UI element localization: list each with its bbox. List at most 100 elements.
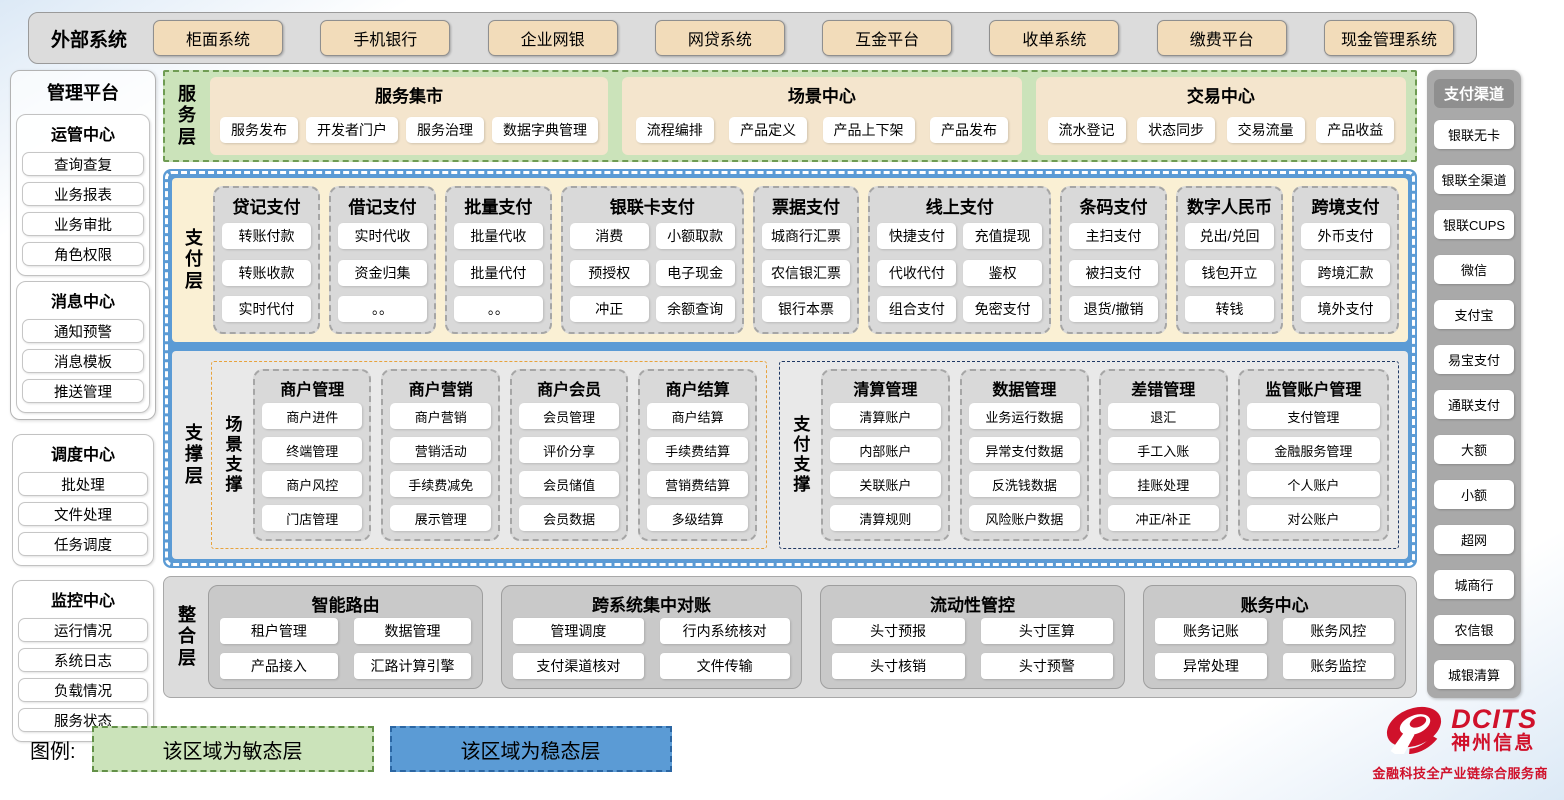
payment-item-button[interactable]: 转账收款 xyxy=(222,259,311,286)
payment-item-button[interactable]: 农信银汇票 xyxy=(761,259,851,286)
payment-item-button[interactable]: 转账付款 xyxy=(222,223,311,250)
mgmt-item-button[interactable]: 运行情况 xyxy=(18,618,148,642)
support-item-button[interactable]: 商户风控 xyxy=(262,471,363,497)
support-item-button[interactable]: 门店管理 xyxy=(262,505,363,531)
support-item-button[interactable]: 关联账户 xyxy=(829,471,941,497)
support-item-button[interactable]: 支付管理 xyxy=(1246,403,1380,429)
support-item-button[interactable]: 反洗钱数据 xyxy=(968,471,1080,497)
integration-item-button[interactable]: 账务监控 xyxy=(1282,652,1394,679)
payment-item-button[interactable]: 退货/撤销 xyxy=(1069,295,1159,322)
mgmt-item-button[interactable]: 服务状态 xyxy=(18,708,148,732)
payment-item-button[interactable]: 快捷支付 xyxy=(877,223,957,250)
payment-item-button[interactable]: 充值提现 xyxy=(963,223,1043,250)
channel-button[interactable]: 易宝支付 xyxy=(1434,345,1514,374)
payment-item-button[interactable]: 。。 xyxy=(337,295,427,322)
mgmt-item-button[interactable]: 角色权限 xyxy=(22,242,144,266)
payment-item-button[interactable]: 实时代付 xyxy=(222,295,311,322)
support-item-button[interactable]: 手工入账 xyxy=(1107,437,1219,463)
mgmt-item-button[interactable]: 推送管理 xyxy=(22,379,144,403)
support-item-button[interactable]: 退汇 xyxy=(1107,403,1219,429)
integration-item-button[interactable]: 账务记账 xyxy=(1155,618,1267,645)
external-system-button[interactable]: 互金平台 xyxy=(822,20,953,56)
service-item-button[interactable]: 产品上下架 xyxy=(822,116,915,143)
support-item-button[interactable]: 展示管理 xyxy=(390,505,491,531)
integration-item-button[interactable]: 数据管理 xyxy=(353,618,472,645)
integration-item-button[interactable]: 头寸预报 xyxy=(831,618,965,645)
mgmt-item-button[interactable]: 通知预警 xyxy=(22,319,144,343)
support-item-button[interactable]: 营销费结算 xyxy=(647,471,748,497)
integration-item-button[interactable]: 管理调度 xyxy=(513,618,644,645)
payment-item-button[interactable]: 钱包开立 xyxy=(1185,259,1274,286)
payment-item-button[interactable]: 免密支付 xyxy=(963,295,1043,322)
support-item-button[interactable]: 个人账户 xyxy=(1246,471,1380,497)
external-system-button[interactable]: 柜面系统 xyxy=(153,20,284,56)
payment-item-button[interactable]: 资金归集 xyxy=(337,259,427,286)
mgmt-item-button[interactable]: 任务调度 xyxy=(18,532,148,556)
integration-item-button[interactable]: 异常处理 xyxy=(1155,652,1267,679)
payment-item-button[interactable]: 批量代收 xyxy=(453,223,543,250)
support-item-button[interactable]: 清算规则 xyxy=(829,505,941,531)
external-system-button[interactable]: 现金管理系统 xyxy=(1323,20,1454,56)
support-item-button[interactable]: 金融服务管理 xyxy=(1246,437,1380,463)
integration-item-button[interactable]: 账务风控 xyxy=(1282,618,1394,645)
support-item-button[interactable]: 风险账户数据 xyxy=(968,505,1080,531)
external-system-button[interactable]: 手机银行 xyxy=(320,20,451,56)
integration-item-button[interactable]: 头寸核销 xyxy=(831,652,965,679)
payment-item-button[interactable]: 。。 xyxy=(453,295,543,322)
integration-item-button[interactable]: 产品接入 xyxy=(220,652,338,679)
channel-button[interactable]: 大额 xyxy=(1434,435,1514,464)
payment-item-button[interactable]: 代收代付 xyxy=(877,259,957,286)
support-item-button[interactable]: 商户进件 xyxy=(262,403,363,429)
support-item-button[interactable]: 会员储值 xyxy=(518,471,620,497)
payment-item-button[interactable]: 消费 xyxy=(569,223,649,250)
payment-item-button[interactable]: 外币支付 xyxy=(1301,223,1390,250)
payment-item-button[interactable]: 电子现金 xyxy=(655,259,735,286)
support-item-button[interactable]: 营销活动 xyxy=(390,437,491,463)
service-item-button[interactable]: 开发者门户 xyxy=(306,116,398,143)
service-item-button[interactable]: 流程编排 xyxy=(635,116,714,143)
mgmt-item-button[interactable]: 批处理 xyxy=(18,472,148,496)
service-item-button[interactable]: 产品定义 xyxy=(729,116,808,143)
service-item-button[interactable]: 交易流量 xyxy=(1226,116,1305,143)
support-item-button[interactable]: 会员数据 xyxy=(518,505,620,531)
support-item-button[interactable]: 评价分享 xyxy=(518,437,620,463)
channel-button[interactable]: 城银清算 xyxy=(1434,660,1514,689)
support-item-button[interactable]: 手续费结算 xyxy=(647,437,748,463)
payment-item-button[interactable]: 预授权 xyxy=(569,259,649,286)
mgmt-item-button[interactable]: 文件处理 xyxy=(18,502,148,526)
service-item-button[interactable]: 服务发布 xyxy=(220,116,298,143)
payment-item-button[interactable]: 批量代付 xyxy=(453,259,543,286)
service-item-button[interactable]: 数据字典管理 xyxy=(492,116,598,143)
channel-button[interactable]: 超网 xyxy=(1434,525,1514,554)
service-item-button[interactable]: 产品收益 xyxy=(1316,116,1395,143)
mgmt-item-button[interactable]: 查询查复 xyxy=(22,152,144,176)
mgmt-item-button[interactable]: 业务报表 xyxy=(22,182,144,206)
channel-button[interactable]: 微信 xyxy=(1434,255,1514,284)
support-item-button[interactable]: 商户营销 xyxy=(390,403,491,429)
support-item-button[interactable]: 清算账户 xyxy=(829,403,941,429)
channel-button[interactable]: 农信银 xyxy=(1434,615,1514,644)
support-item-button[interactable]: 终端管理 xyxy=(262,437,363,463)
support-item-button[interactable]: 商户结算 xyxy=(647,403,748,429)
payment-item-button[interactable]: 银行本票 xyxy=(761,295,851,322)
channel-button[interactable]: 银联全渠道 xyxy=(1434,165,1514,194)
support-item-button[interactable]: 对公账户 xyxy=(1246,505,1380,531)
channel-button[interactable]: 银联无卡 xyxy=(1434,120,1514,149)
payment-item-button[interactable]: 实时代收 xyxy=(337,223,427,250)
payment-item-button[interactable]: 兑出/兑回 xyxy=(1185,223,1274,250)
mgmt-item-button[interactable]: 负载情况 xyxy=(18,678,148,702)
service-item-button[interactable]: 服务治理 xyxy=(406,116,484,143)
service-item-button[interactable]: 状态同步 xyxy=(1137,116,1216,143)
external-system-button[interactable]: 收单系统 xyxy=(989,20,1120,56)
integration-item-button[interactable]: 租户管理 xyxy=(220,618,338,645)
payment-item-button[interactable]: 组合支付 xyxy=(877,295,957,322)
channel-button[interactable]: 小额 xyxy=(1434,480,1514,509)
payment-item-button[interactable]: 境外支付 xyxy=(1301,295,1390,322)
integration-item-button[interactable]: 支付渠道核对 xyxy=(513,652,644,679)
integration-item-button[interactable]: 文件传输 xyxy=(659,652,790,679)
payment-item-button[interactable]: 转钱 xyxy=(1185,295,1274,322)
mgmt-item-button[interactable]: 业务审批 xyxy=(22,212,144,236)
payment-item-button[interactable]: 主扫支付 xyxy=(1069,223,1159,250)
support-item-button[interactable]: 业务运行数据 xyxy=(968,403,1080,429)
payment-item-button[interactable]: 被扫支付 xyxy=(1069,259,1159,286)
